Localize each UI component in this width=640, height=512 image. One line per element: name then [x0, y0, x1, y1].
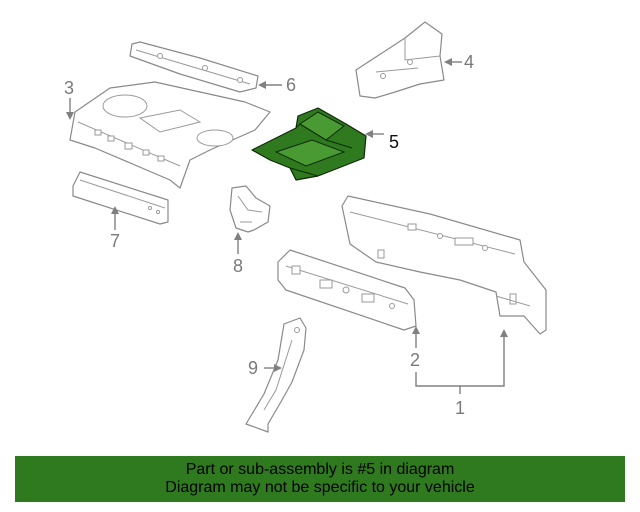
callout-6: 6 [286, 75, 296, 95]
banner-line-1: Part or sub-assembly is #5 in diagram [185, 461, 455, 478]
part-3-rear-shelf [69, 81, 271, 189]
leader-lines [66, 58, 508, 394]
part-1-side-panel [341, 195, 547, 335]
callout-9: 9 [248, 358, 258, 378]
callout-8: 8 [233, 256, 243, 276]
disclaimer-banner: Part or sub-assembly is #5 in diagram Di… [15, 456, 625, 502]
part-8-small-bracket [229, 185, 271, 233]
callout-7: 7 [110, 231, 120, 251]
banner-line-2: Diagram may not be specific to your vehi… [165, 479, 475, 496]
part-4-bracket [355, 21, 445, 99]
part-7-lower-rail [72, 171, 169, 225]
callout-3: 3 [64, 78, 74, 98]
part-2-lower-panel [277, 249, 417, 331]
callout-5: 5 [389, 132, 399, 152]
callout-2: 2 [410, 350, 420, 370]
callout-numbers: 3 6 4 5 7 8 9 2 1 [64, 52, 474, 418]
callout-4: 4 [464, 52, 474, 72]
part-9-pillar [245, 317, 307, 433]
part-5-highlighted [251, 107, 367, 181]
callout-1: 1 [455, 398, 465, 418]
part-6-upper-rail [129, 41, 259, 93]
